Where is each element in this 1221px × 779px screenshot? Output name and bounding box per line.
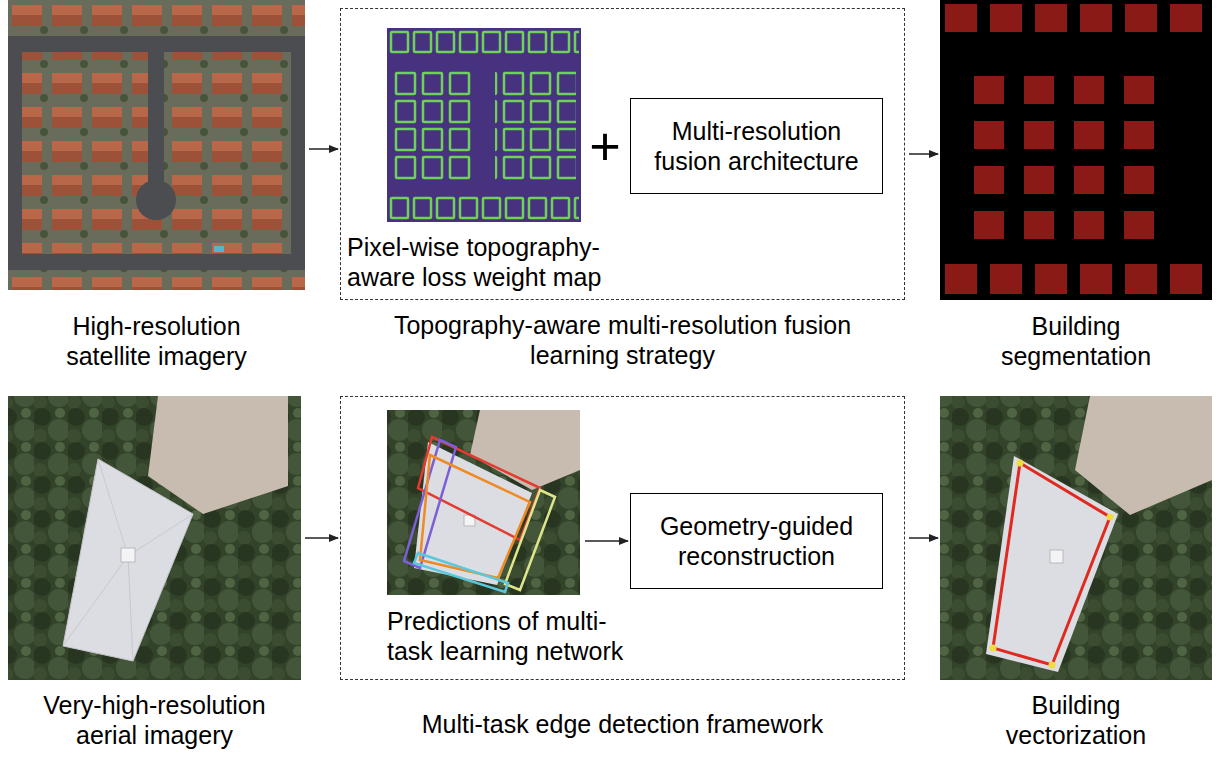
- operator-symbol: +: [589, 119, 621, 173]
- box-label: Geometry-guided reconstruction: [641, 511, 872, 571]
- illustration-part: [393, 70, 474, 182]
- illustration-part: [414, 553, 508, 592]
- illustration-part: [1049, 662, 1056, 669]
- caption-text: Building vectorization: [986, 690, 1166, 750]
- illustration-part: [940, 0, 1212, 300]
- flow-arrow: [909, 153, 938, 155]
- illustration-part: [990, 460, 1114, 669]
- satellite-image: High-resolution satellite imagery: [8, 0, 305, 290]
- illustration-part: [940, 396, 1212, 680]
- caption-text: High-resolution satellite imagery: [37, 311, 277, 371]
- satellite-illustration: [8, 0, 305, 290]
- illustration-part: [136, 180, 176, 220]
- vectorization-illustration: [940, 396, 1212, 680]
- illustration-part: [968, 70, 1168, 250]
- illustration-part: [214, 246, 224, 252]
- caption-text: Pixel-wise topography-aware loss weight …: [347, 232, 611, 292]
- illustration-part: [940, 0, 1212, 42]
- weight-map-image: Pixel-wise topography-aware loss weight …: [388, 29, 582, 223]
- illustration-part: [8, 254, 305, 270]
- process-box: Geometry-guided reconstruction: [630, 493, 883, 589]
- weight-map-illustration: [387, 28, 581, 222]
- aerial-illustration: [8, 396, 301, 680]
- illustration-part: [8, 36, 305, 52]
- flow-arrow: [305, 537, 338, 539]
- illustration-part: [1107, 514, 1114, 521]
- illustration-part: [505, 490, 555, 590]
- illustration-part: [993, 463, 1110, 665]
- framework-group: Topography-aware multi-resolution fusion…: [340, 8, 905, 300]
- illustration-part: [121, 548, 135, 562]
- illustration-part: [940, 258, 1212, 300]
- caption-text: Topography-aware multi-resolution fusion…: [363, 310, 883, 370]
- vectorization-image: Building vectorization: [940, 396, 1212, 680]
- prediction-image: Predictions of multi-task learning netwo…: [388, 411, 581, 596]
- caption-text: Building segmentation: [986, 311, 1166, 371]
- illustration-part: [291, 36, 305, 270]
- illustration-part: [986, 456, 1118, 672]
- aerial-image: Very-high-resolution aerial imagery: [8, 396, 301, 680]
- illustration-part: [387, 410, 580, 595]
- framework-group: Multi-task edge detection frameworkPredi…: [340, 396, 905, 680]
- illustration-part: [389, 30, 579, 54]
- illustration-part: [1017, 460, 1024, 467]
- process-box: Multi-resolution fusion architecture: [630, 98, 883, 194]
- box-label: Multi-resolution fusion architecture: [641, 116, 872, 176]
- illustration-part: [148, 396, 288, 514]
- illustration-part: [63, 459, 193, 661]
- illustration-part: [1050, 550, 1063, 563]
- illustration-part: [495, 70, 576, 182]
- illustration-part: [1075, 396, 1212, 515]
- flow-arrow: [309, 148, 338, 150]
- illustration-part: [387, 28, 581, 222]
- illustration-part: [8, 0, 305, 290]
- segmentation-image: Building segmentation: [940, 0, 1212, 300]
- illustration-part: [148, 52, 164, 202]
- illustration-part: [63, 459, 193, 661]
- illustration-part: [8, 36, 305, 270]
- caption-text: Very-high-resolution aerial imagery: [20, 690, 290, 750]
- caption-text: Multi-task edge detection framework: [363, 709, 883, 739]
- illustration-part: [414, 442, 532, 585]
- flow-arrow: [585, 540, 628, 542]
- illustration-part: [990, 645, 997, 652]
- illustration-part: [8, 396, 301, 680]
- segmentation-illustration: [940, 0, 1212, 300]
- flow-arrow: [909, 537, 938, 539]
- illustration-part: [389, 196, 579, 220]
- prediction-illustration: [387, 410, 580, 595]
- caption-text: Predictions of multi-task learning netwo…: [387, 606, 627, 666]
- illustration-part: [8, 36, 22, 270]
